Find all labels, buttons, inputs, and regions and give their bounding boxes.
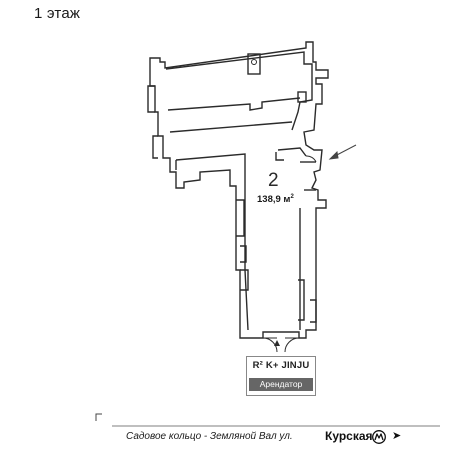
floor-title: 1 этаж <box>34 5 81 22</box>
corner-mark <box>95 413 102 421</box>
tenant-box: R² K+ JINJU Арендатор <box>246 356 316 396</box>
entrance-arrow-icon <box>274 340 280 346</box>
metro-m-icon <box>372 430 386 444</box>
tenant-brand: R² K+ JINJU <box>252 360 310 371</box>
direction-arrow-icon: ➤ <box>392 430 402 442</box>
metro-station: Курская <box>325 429 373 443</box>
room-number: 2 <box>268 170 279 191</box>
street-name: Садовое кольцо - Земляной Вал ул. <box>126 431 293 442</box>
building-outline <box>149 41 329 339</box>
side-entrance-arrow-icon <box>328 144 357 160</box>
room-area: 138,9 м2 <box>257 194 294 206</box>
tenant-label: Арендатор <box>249 378 313 391</box>
